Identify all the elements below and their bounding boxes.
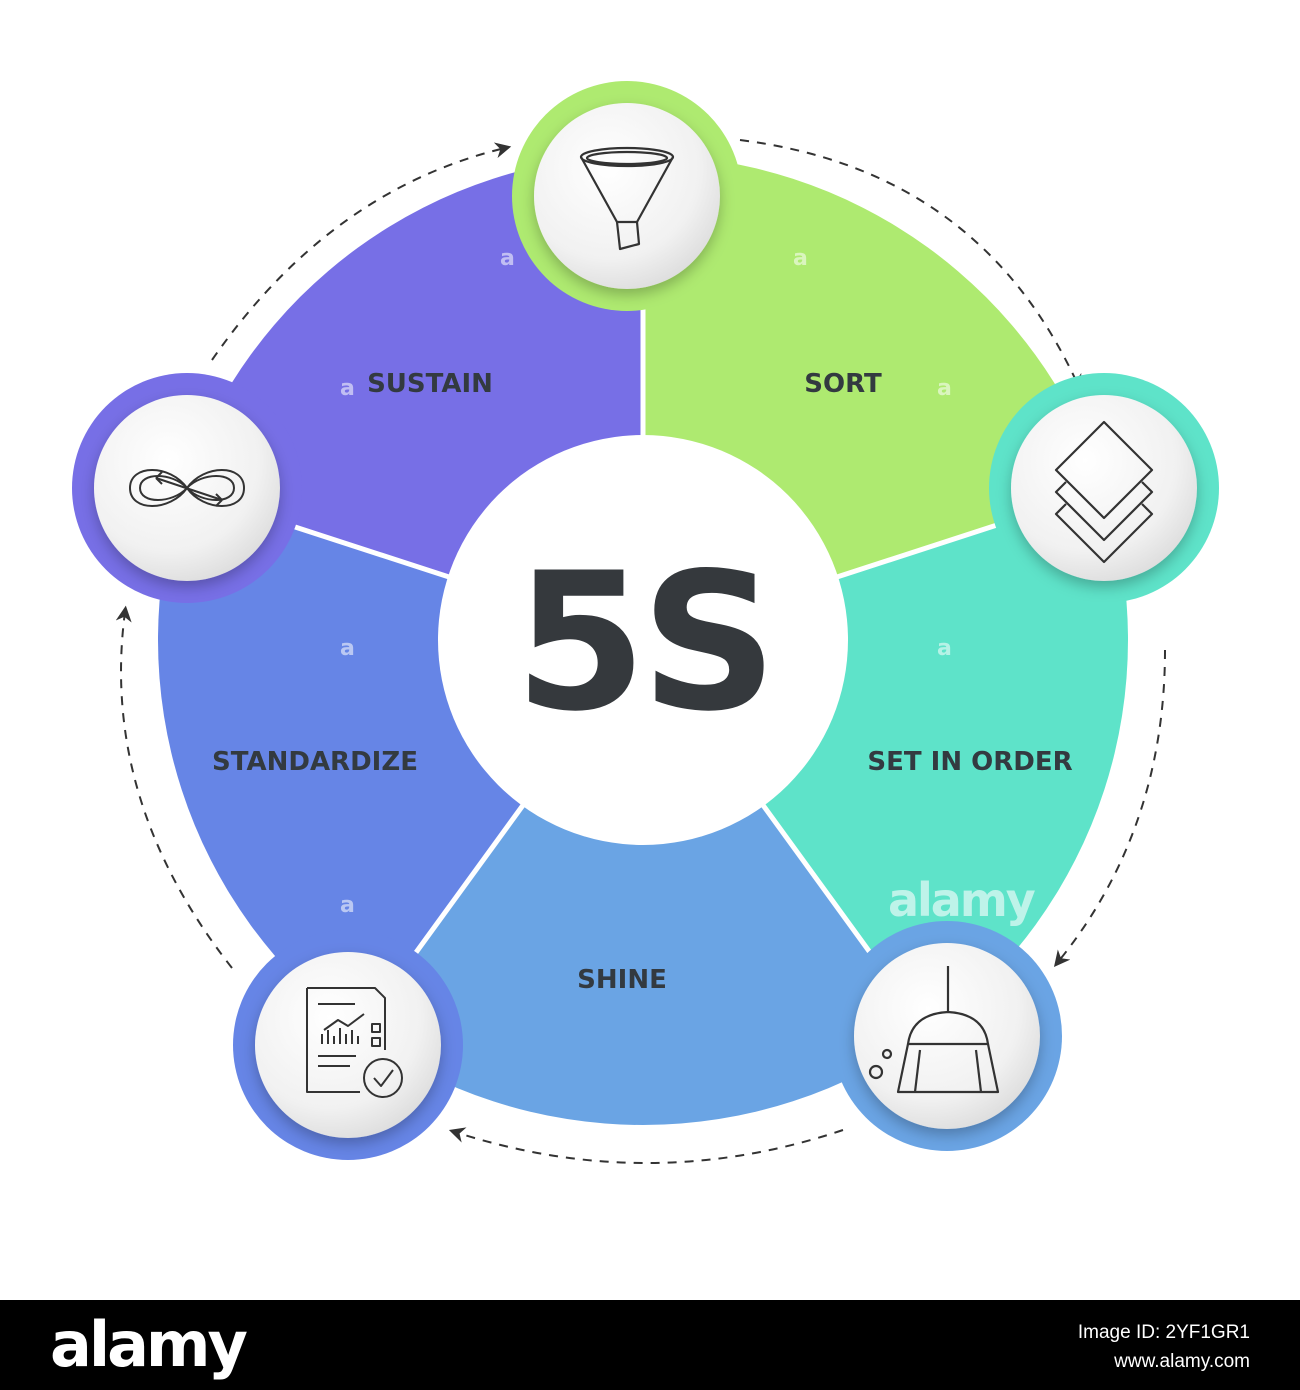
svg-text:alamy: alamy <box>888 873 1036 927</box>
svg-text:a: a <box>340 376 355 401</box>
segment-shine <box>357 640 929 1126</box>
funnel-icon <box>579 146 675 251</box>
svg-text:a: a <box>340 893 355 918</box>
label-standardize: STANDARDIZE <box>212 747 418 777</box>
svg-text:a: a <box>500 246 515 271</box>
badge-set-in-order <box>989 373 1219 603</box>
5s-diagram: 5S SORT SET IN ORDER SHINE STANDARDIZE S… <box>72 81 1219 1164</box>
label-sort: SORT <box>804 369 882 399</box>
arrow-shine-to-standardize <box>448 1127 844 1164</box>
watermark: a a a a a a a alamy <box>340 246 1038 927</box>
label-set-in-order: SET IN ORDER <box>867 747 1072 777</box>
arrow-sustain-to-sort <box>211 142 512 361</box>
svg-text:a: a <box>793 246 808 271</box>
svg-text:a: a <box>340 636 355 661</box>
report-check-icon <box>306 987 403 1098</box>
alamy-logo: alamy <box>50 1308 248 1381</box>
badge-sort <box>512 81 742 311</box>
infinity-arrows-icon <box>129 469 245 507</box>
footer-meta: Image ID: 2YF1GR1 www.alamy.com <box>1078 1318 1250 1376</box>
arrow-standardize-to-sustain <box>115 605 233 969</box>
center-disc <box>438 435 848 845</box>
center-title: 5S <box>514 532 771 753</box>
svg-text:a: a <box>937 376 952 401</box>
arrow-sort-to-set-in-order <box>739 139 1082 391</box>
label-shine: SHINE <box>577 965 667 995</box>
badge-standardize <box>233 930 463 1160</box>
badge-shine <box>832 921 1062 1151</box>
badge-sustain <box>72 373 302 603</box>
cycle-arrows <box>115 139 1166 1164</box>
arrow-set-in-order-to-shine <box>1053 649 1166 967</box>
label-sustain: SUSTAIN <box>367 369 493 399</box>
footer-url: www.alamy.com <box>1114 1351 1250 1372</box>
image-id: Image ID: 2YF1GR1 <box>1077 1322 1250 1343</box>
svg-text:a: a <box>937 636 952 661</box>
broom-icon <box>868 966 1000 1094</box>
layers-icon <box>1054 420 1154 564</box>
footer-bar: alamy Image ID: 2YF1GR1 www.alamy.com <box>0 1300 1300 1390</box>
5s-cycle-chart: 5S SORT SET IN ORDER SHINE STANDARDIZE S… <box>72 81 1219 1164</box>
